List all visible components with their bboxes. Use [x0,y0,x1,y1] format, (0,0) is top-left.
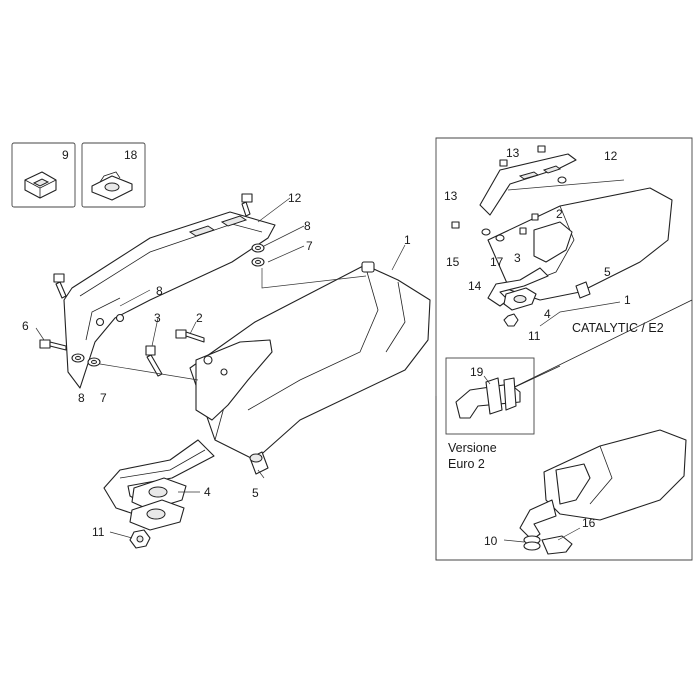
callout-15: 15 [446,255,460,269]
euro2-caption-line2: Euro 2 [448,457,485,471]
washer-8b [71,353,85,363]
callout-6: 6 [22,319,29,333]
rubber-bush [249,451,269,475]
callout-12b: 12 [604,149,618,163]
washer-7a [251,257,265,267]
part-box-9: 9 [11,142,76,208]
callout-11b: 11 [528,329,541,343]
callout-16: 16 [582,516,596,530]
bolt-3 [145,345,163,377]
flange-gasket [129,477,187,531]
panel-divider [499,299,693,395]
lower-variant [503,429,687,555]
callout-4: 4 [204,485,211,499]
variant-panel: 13 12 13 2 3 15 17 14 5 4 1 11 CATALYTIC… [435,137,693,561]
euro2-inset: 19 [445,357,535,435]
callout-4b: 4 [544,307,551,321]
mounting-bracket [195,339,273,421]
callout-9: 9 [62,148,69,162]
callout-18: 18 [124,148,138,162]
muffler-body [189,261,431,461]
bolt-left [53,273,67,299]
callout-1b: 1 [624,293,631,307]
part-box-18: 18 [81,142,146,208]
washer-7b [87,357,101,367]
nut-11 [129,529,151,549]
euro2-caption-line1: Versione [448,441,497,455]
callout-8b: 8 [156,284,163,298]
bolt-2 [175,329,205,343]
callout-5b: 5 [604,265,611,279]
callout-13b: 13 [444,189,458,203]
callout-10: 10 [484,534,498,548]
catalytic-caption: CATALYTIC / E2 [572,321,664,335]
callout-2: 2 [196,311,203,325]
callout-5: 5 [252,486,259,500]
washer-8a [251,243,265,253]
clip-nut-icon [24,171,57,199]
callout-3: 3 [154,311,161,325]
callout-8c: 8 [78,391,85,405]
callout-17: 17 [490,255,504,269]
callout-12: 12 [288,191,302,205]
catalytic-variant [451,145,673,327]
main-exhaust-assembly: 1 12 8 7 8 2 3 6 8 7 5 4 11 [22,191,431,549]
callout-13a: 13 [506,146,520,160]
heat-shield [63,211,276,389]
bolt-top [241,193,253,217]
bolt-6 [39,339,67,351]
callout-3b: 3 [514,251,521,265]
spring-clip-icon [91,171,133,201]
callout-14: 14 [468,279,482,293]
callout-7b: 7 [100,391,107,405]
callout-19: 19 [470,365,484,379]
callout-11: 11 [92,525,105,539]
callout-8: 8 [304,219,311,233]
callout-2b: 2 [556,207,563,221]
callout-1: 1 [404,233,411,247]
callout-7: 7 [306,239,313,253]
